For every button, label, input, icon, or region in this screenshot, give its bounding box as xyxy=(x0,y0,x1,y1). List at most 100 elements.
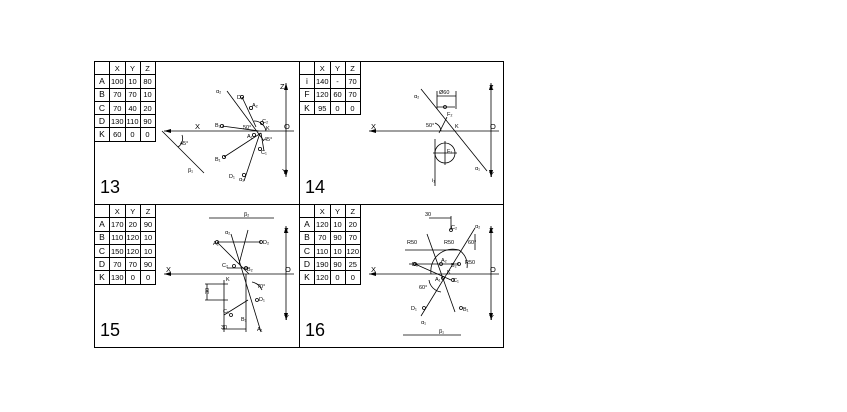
projection-line xyxy=(216,241,250,275)
x-axis-arrow xyxy=(369,272,376,276)
label-d1: D₁ xyxy=(229,174,235,180)
table-cell: 70 xyxy=(344,230,362,245)
point-b1 xyxy=(221,155,226,160)
point-name-cell: K xyxy=(299,100,315,116)
panel-16-drawing: Z X O Y 30 C₂ α₂ R50 R50 R50 60° 60° D₂ … xyxy=(369,212,499,336)
axis-label-o: O xyxy=(285,265,291,274)
point-b2 xyxy=(244,266,248,270)
x-axis-arrow xyxy=(164,272,171,276)
axis-label-x: X xyxy=(166,265,171,274)
label-a1: A₁ xyxy=(247,134,253,140)
projection-line xyxy=(223,132,262,158)
point-d1 xyxy=(255,298,259,302)
label-b2: B₂ xyxy=(247,267,253,273)
label-f1: F₁ xyxy=(447,149,452,155)
trace-line xyxy=(438,116,448,134)
label-k: K xyxy=(455,124,459,130)
point-c1 xyxy=(229,313,233,317)
radius-label: R50 xyxy=(465,260,475,266)
trace-line-alpha1 xyxy=(243,132,261,182)
axis-label-y: Y xyxy=(489,170,494,179)
point-c2 xyxy=(259,121,264,126)
label-beta1: β₁ xyxy=(188,168,193,174)
table-cell: 80 xyxy=(139,74,156,89)
panel-number: 13 xyxy=(100,177,121,197)
trace-line-alpha2 xyxy=(226,90,265,142)
label-alpha2: α₂ xyxy=(475,224,480,230)
arc-r50 xyxy=(428,279,442,293)
point-name-cell: K xyxy=(94,270,110,285)
label-beta1: β₁ xyxy=(439,329,444,335)
label-d1: D₁ xyxy=(259,297,265,303)
label-a1: A₁ xyxy=(435,277,441,283)
point-a1 xyxy=(251,133,256,138)
projection-line xyxy=(414,263,452,281)
label-d2: D₂ xyxy=(263,240,269,246)
label-k: K xyxy=(226,277,230,283)
label-c2: C₂ xyxy=(262,119,268,125)
point-b1 xyxy=(459,306,463,310)
table-cell: 0 xyxy=(140,270,157,285)
table-cell: 10 xyxy=(329,217,346,232)
angle-label: 45° xyxy=(180,141,188,147)
label-b2: B₂ xyxy=(451,263,457,269)
arc-r50 xyxy=(430,248,460,275)
panel-number: 15 xyxy=(100,320,121,340)
axis-label-z: Z xyxy=(489,83,494,92)
axis-label-x: X xyxy=(371,122,376,131)
table-cell: 95 xyxy=(314,100,331,116)
angle-label: 50° xyxy=(426,123,434,129)
z-axis-arrow xyxy=(284,83,288,90)
label-a1: A₁ xyxy=(257,327,263,333)
table-cell: 130 xyxy=(109,270,126,285)
x-axis-arrow xyxy=(369,129,376,133)
point-d2 xyxy=(239,95,244,100)
projection-line xyxy=(238,229,249,265)
point-b2 xyxy=(220,124,225,129)
point-c2 xyxy=(232,264,236,268)
trace-line xyxy=(426,233,456,313)
label-c1: C₁ xyxy=(453,278,459,284)
table-cell: 0 xyxy=(344,100,361,116)
y-axis-arrow xyxy=(489,313,493,320)
trace-line-alpha xyxy=(420,227,476,317)
axis-label-x: X xyxy=(195,122,200,131)
table-header-row: X Y Z xyxy=(299,60,361,76)
label-d1: D₁ xyxy=(411,306,417,312)
table-header-row: X Y Z xyxy=(299,203,362,219)
point-a1 xyxy=(441,276,445,280)
point-d2 xyxy=(259,240,263,244)
angle-label: 45° xyxy=(264,137,272,143)
table-cell: 0 xyxy=(139,127,156,142)
axis-label-o: O xyxy=(490,122,496,131)
label-k: K xyxy=(266,126,270,132)
point-name-cell: K xyxy=(94,127,110,142)
label-b2: B₂ xyxy=(215,123,221,129)
label-c2: C₂ xyxy=(451,225,457,231)
label-beta2: β₂ xyxy=(244,212,249,218)
label-alpha1: α₁ xyxy=(475,166,480,172)
point-name-cell: F xyxy=(299,87,315,102)
panel-number: 16 xyxy=(305,320,326,340)
label-alpha1: α₁ xyxy=(239,177,244,183)
axis-label-o: O xyxy=(490,265,496,274)
label-d2: D₂ xyxy=(412,262,418,268)
trace-line xyxy=(420,88,488,172)
y-axis-arrow xyxy=(489,170,493,177)
label-d2: D₂ xyxy=(237,95,243,101)
label-a2: A₂ xyxy=(252,103,258,109)
